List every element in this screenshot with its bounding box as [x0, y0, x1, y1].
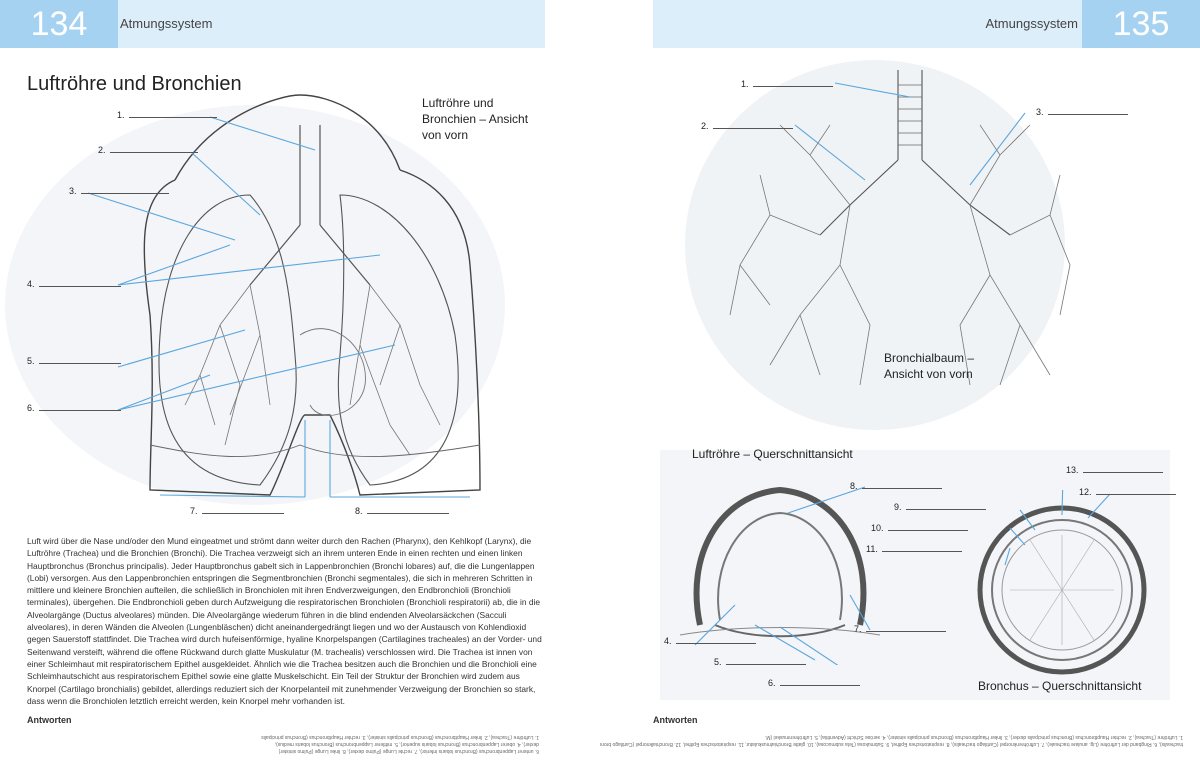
label-13: 13. [1066, 465, 1163, 475]
label-6: 6. [768, 678, 860, 688]
label-5: 5. [27, 356, 121, 366]
label-3: 3. [69, 186, 169, 196]
answers-line: 1. Luftröhre (Trachea), 2. rechter Haupt… [764, 734, 1183, 740]
label-7: 7. [190, 506, 284, 516]
left-page: 134 Atmungssystem Luftröhre und Bronchie… [0, 0, 545, 754]
label-1: 1. [741, 79, 833, 89]
label-4: 4. [27, 279, 121, 289]
bronchial-tree-illustration [729, 70, 1071, 386]
answers-heading: Antworten [653, 715, 698, 725]
label-8: 8. [355, 506, 449, 516]
chapter-title: Atmungssystem [985, 16, 1078, 31]
label-7: 7. [854, 624, 946, 634]
lungs-front-illustration [5, 94, 505, 505]
label-4: 4. [664, 636, 756, 646]
answers-line: 6. unterer Lappenbronchus (Bronchus loba… [278, 748, 539, 754]
bronchus-caption: Bronchus – Querschnittansicht [978, 679, 1142, 693]
label-6: 6. [27, 403, 121, 413]
answers-line: dexter), 4. oberer Lappenbronchus (Bronc… [274, 741, 539, 747]
label-5: 5. [714, 657, 806, 667]
right-header: Atmungssystem 135 [653, 0, 1200, 48]
label-9: 9. [894, 502, 986, 512]
answers-line: trachealis), 6. Ringband der Luftröhre (… [600, 741, 1183, 747]
body-text: Luft wird über die Nase und/oder den Mun… [27, 536, 542, 706]
left-header: 134 Atmungssystem [0, 0, 545, 48]
tree-background [685, 60, 1065, 430]
answers-heading: Antworten [27, 715, 72, 725]
label-12: 12. [1079, 487, 1176, 497]
answers-upside-down: trachealis), 6. Ringband der Luftröhre (… [600, 733, 1183, 747]
tree-caption: Bronchialbaum – Ansicht von vorn [884, 351, 975, 381]
page-title: Luftröhre und Bronchien [27, 73, 242, 95]
trachea-cross-section [680, 486, 880, 665]
label-2: 2. [98, 145, 198, 155]
answers-line: 1. Luftröhre (Trachea), 2. linker Hauptb… [261, 734, 539, 740]
chapter-title: Atmungssystem [120, 16, 213, 31]
label-3: 3. [1036, 107, 1128, 117]
cross-section-background [660, 450, 1170, 700]
bronchus-cross-section [977, 490, 1147, 675]
figure-caption: Luftröhre und Bronchien – Ansicht von vo… [422, 96, 529, 142]
page-number: 134 [0, 0, 118, 48]
right-page: Atmungssystem 135 1. 2. 3. Bronchialbaum… [600, 0, 1200, 768]
label-10: 10. [871, 523, 968, 533]
label-2: 2. [701, 121, 793, 131]
label-1: 1. [117, 110, 217, 120]
trachea-caption: Luftröhre – Querschnittansicht [692, 447, 853, 461]
page-number: 135 [1082, 0, 1200, 48]
label-8: 8. [850, 481, 942, 491]
label-11: 11. [866, 544, 962, 554]
answers-upside-down: 6. unterer Lappenbronchus (Bronchus loba… [27, 733, 539, 754]
